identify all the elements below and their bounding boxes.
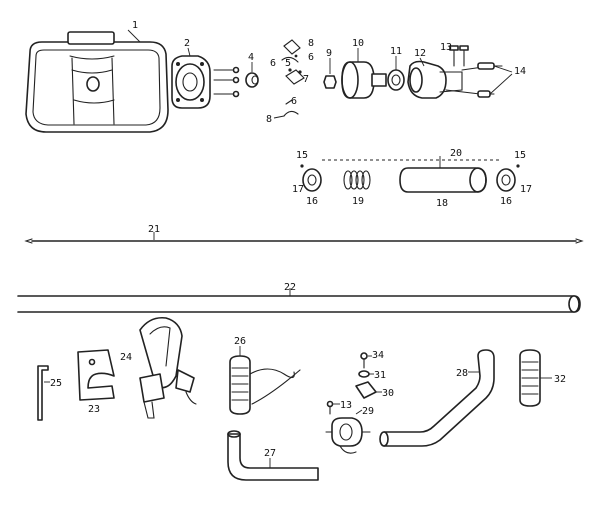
callout-8b: 8 [266,114,272,125]
part-4-bushing [245,72,259,88]
part-12-clutch-housing [407,60,463,99]
leader-8b [273,115,285,119]
callout-12: 12 [414,48,426,59]
part-16-end-cap-left [302,168,322,192]
callout-11: 11 [390,46,402,57]
part-22-shaft-tube [17,295,581,313]
part-9-nut [323,75,337,89]
part-26-throttle-grip [229,355,301,415]
callout-28: 28 [456,368,468,379]
parts-5-8-clutch-components [281,39,305,117]
part-28-handle-bar [379,349,495,447]
part-34-screw [360,352,368,369]
callout-21: 21 [148,224,160,235]
leader-29 [355,409,363,415]
callout-6a: 6 [308,52,314,63]
part-24-shoulder-strap [139,316,197,419]
callout-2: 2 [184,38,190,49]
callout-5: 5 [285,58,291,69]
callout-1: 1 [132,20,138,31]
part-25-hex-key [37,365,49,421]
part-11-bearing [387,69,405,91]
part-10-clutch-drum [341,61,387,99]
part-29-handle-clamp [325,417,371,454]
callout-6b: 6 [270,58,276,69]
part-23-bracket [77,349,115,401]
callout-13b: 13 [340,400,352,411]
leader-14a [493,65,513,73]
callout-15b: 15 [514,150,526,161]
part-21-drive-shaft [24,238,584,244]
part-15-screw-left [300,164,304,168]
callout-29: 29 [362,406,374,417]
leader-12 [419,57,425,67]
callout-9: 9 [326,48,332,59]
callout-15a: 15 [296,150,308,161]
callout-17b: 17 [520,184,532,195]
callout-17a: 17 [292,184,304,195]
part-16-end-cap-right [496,168,516,192]
callout-20: 20 [450,148,462,159]
callout-16b: 16 [500,196,512,207]
callout-18: 18 [436,198,448,209]
leader-2 [187,47,191,57]
callout-13a: 13 [440,42,452,53]
callout-14: 14 [514,66,526,77]
callout-10: 10 [352,38,364,49]
leader-14b [489,73,513,95]
callout-30: 30 [382,388,394,399]
callout-7: 7 [303,74,309,85]
part-2-engine-housing [171,55,211,109]
callout-32: 32 [554,374,566,385]
part-19-spring [343,170,371,190]
callout-8a: 8 [308,38,314,49]
part-15-screw-right [516,164,520,168]
callout-25: 25 [50,378,62,389]
part-27-elbow-tube [227,430,319,481]
callout-4: 4 [248,52,254,63]
callout-19: 19 [352,196,364,207]
callout-6c: 6 [291,96,297,107]
callout-31: 31 [374,370,386,381]
housing-screws [213,66,240,98]
callout-27: 27 [264,448,276,459]
callout-23: 23 [88,404,100,415]
callout-24: 24 [120,352,132,363]
callout-22: 22 [284,282,296,293]
part-30-clamp-plate [355,381,377,399]
callout-16a: 16 [306,196,318,207]
leader-1 [127,29,141,43]
part-13-bolt [326,400,334,415]
part-18-grip-sleeve [399,167,487,193]
part-1-fuel-tank [25,31,169,133]
part-32-hand-grip [519,349,541,407]
callout-26: 26 [234,336,246,347]
callout-34: 34 [372,350,384,361]
part-31-washer [358,370,370,378]
